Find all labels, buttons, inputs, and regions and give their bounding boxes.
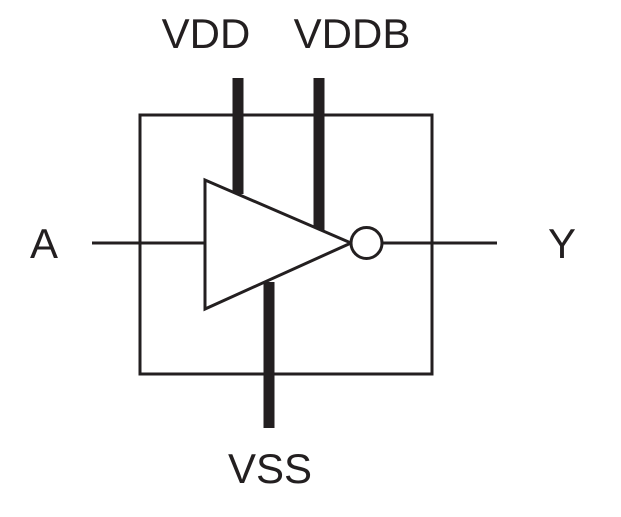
- buffer-triangle: [203, 177, 355, 312]
- pin-label-vddb: VDDB: [294, 10, 411, 57]
- pin-label-y: Y: [548, 220, 576, 267]
- pin-label-vdd: VDD: [162, 10, 251, 57]
- pin-label-vss: VSS: [228, 445, 312, 492]
- pin-label-a: A: [30, 220, 58, 267]
- inversion-bubble: [349, 226, 384, 260]
